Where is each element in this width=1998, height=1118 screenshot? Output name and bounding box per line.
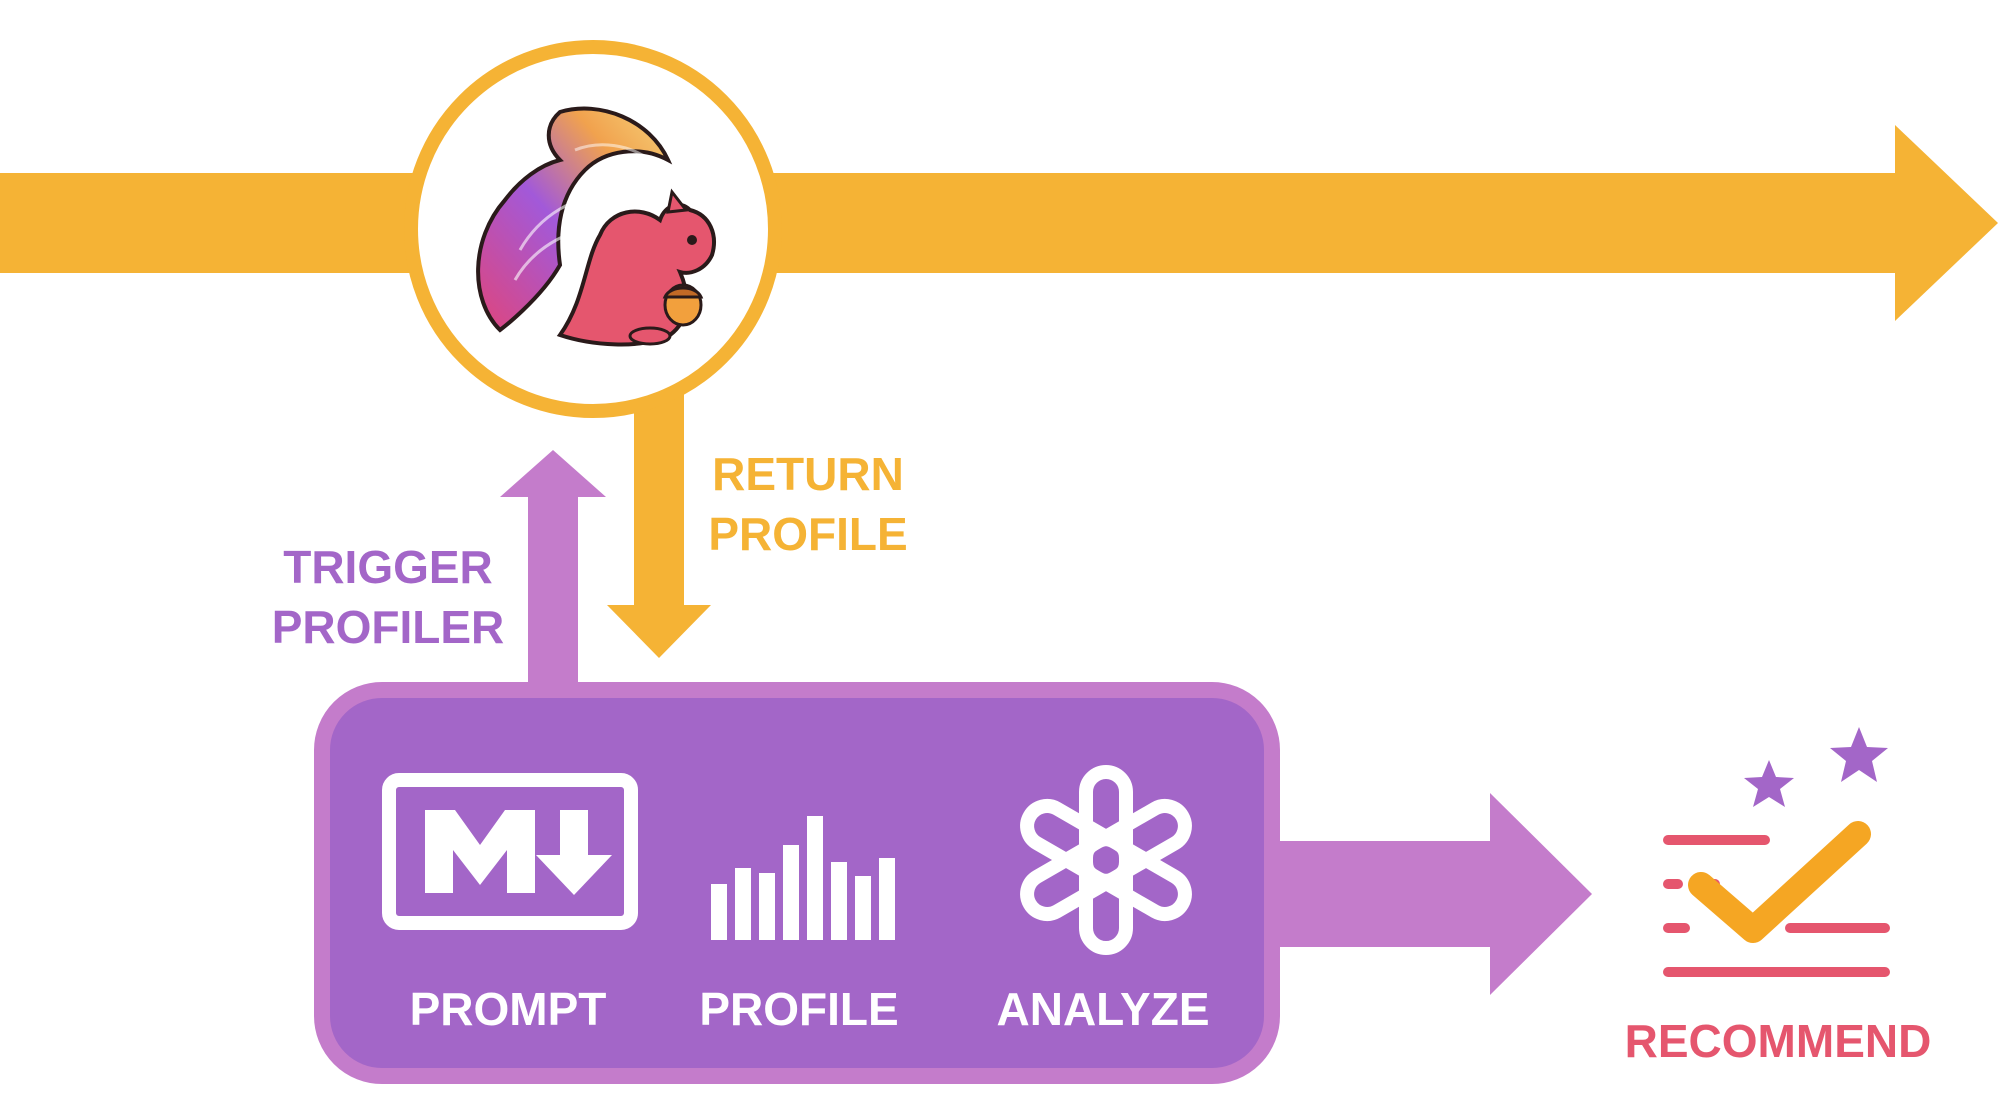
trigger-label-line2: PROFILER [272,601,505,653]
stream-arrow [0,125,1998,321]
squirrel-logo-icon [476,106,716,347]
profile-label: PROFILE [699,983,898,1035]
return-label-line2: PROFILE [708,508,907,560]
analyze-label: ANALYZE [997,983,1210,1035]
recommend-label: RECOMMEND [1625,1015,1932,1067]
prompt-label: PROMPT [410,983,607,1035]
trigger-label-line1: TRIGGER [283,541,493,593]
return-label-line1: RETURN [712,448,904,500]
flink-node [404,40,782,418]
recommend-arrow [1260,793,1592,995]
bar-chart-icon [711,816,895,940]
markdown-icon [382,773,638,930]
trigger-profiler-arrow [500,450,606,702]
checklist-stars-icon [1663,727,1890,977]
openai-logo-icon [1020,765,1192,955]
acorn-icon [662,283,704,327]
return-profile-arrow [607,385,711,658]
